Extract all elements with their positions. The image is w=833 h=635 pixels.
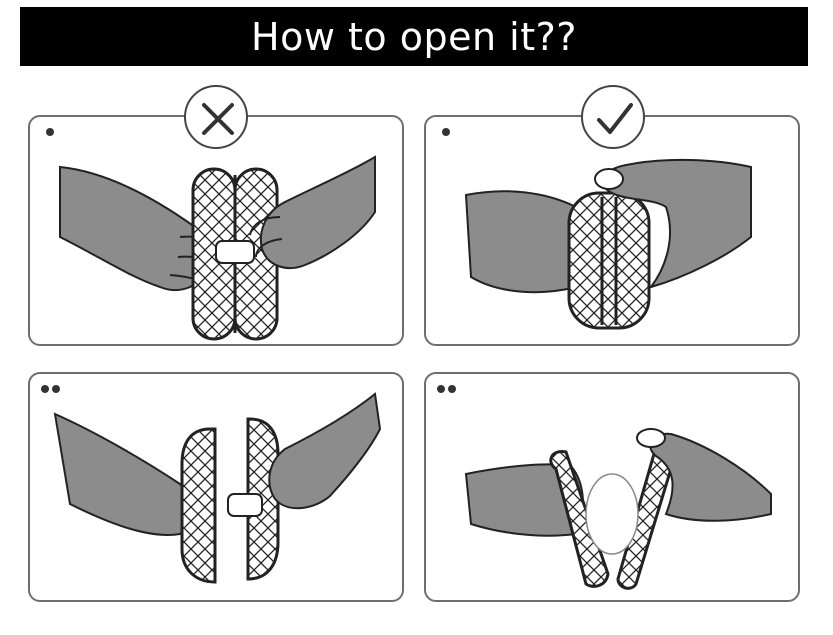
case-body — [567, 191, 651, 330]
left-hand-shape — [53, 412, 193, 536]
right-hand-shape — [601, 158, 752, 289]
step-dot — [437, 385, 445, 393]
panel-bottom-right — [424, 372, 800, 602]
page-title: How to open it?? — [251, 14, 577, 59]
panel-bottom-left — [28, 372, 404, 602]
left-hand-shape — [464, 190, 585, 294]
case-right-half — [246, 417, 280, 581]
cross-circle-icon — [184, 85, 248, 149]
step-dot — [448, 385, 456, 393]
left-hand-shape — [59, 165, 213, 292]
step-dot — [442, 128, 450, 136]
case-left-half — [549, 450, 610, 588]
check-circle-icon — [581, 85, 645, 149]
illustration-pry-apart — [41, 385, 382, 584]
panel-top-left — [28, 115, 404, 346]
right-hand-shape — [649, 432, 772, 522]
illustration-press-tab — [442, 128, 752, 330]
step-dot — [46, 128, 54, 136]
case-left-half — [180, 427, 217, 584]
right-hand-shape — [268, 392, 382, 510]
step-dot — [52, 385, 60, 393]
title-banner: How to open it?? — [20, 7, 808, 66]
illustration-case-opened — [437, 385, 772, 590]
panel-top-right — [424, 115, 800, 346]
step-dot — [41, 385, 49, 393]
right-hand-shape — [260, 155, 376, 269]
illustration-pull-sideways — [46, 128, 376, 341]
